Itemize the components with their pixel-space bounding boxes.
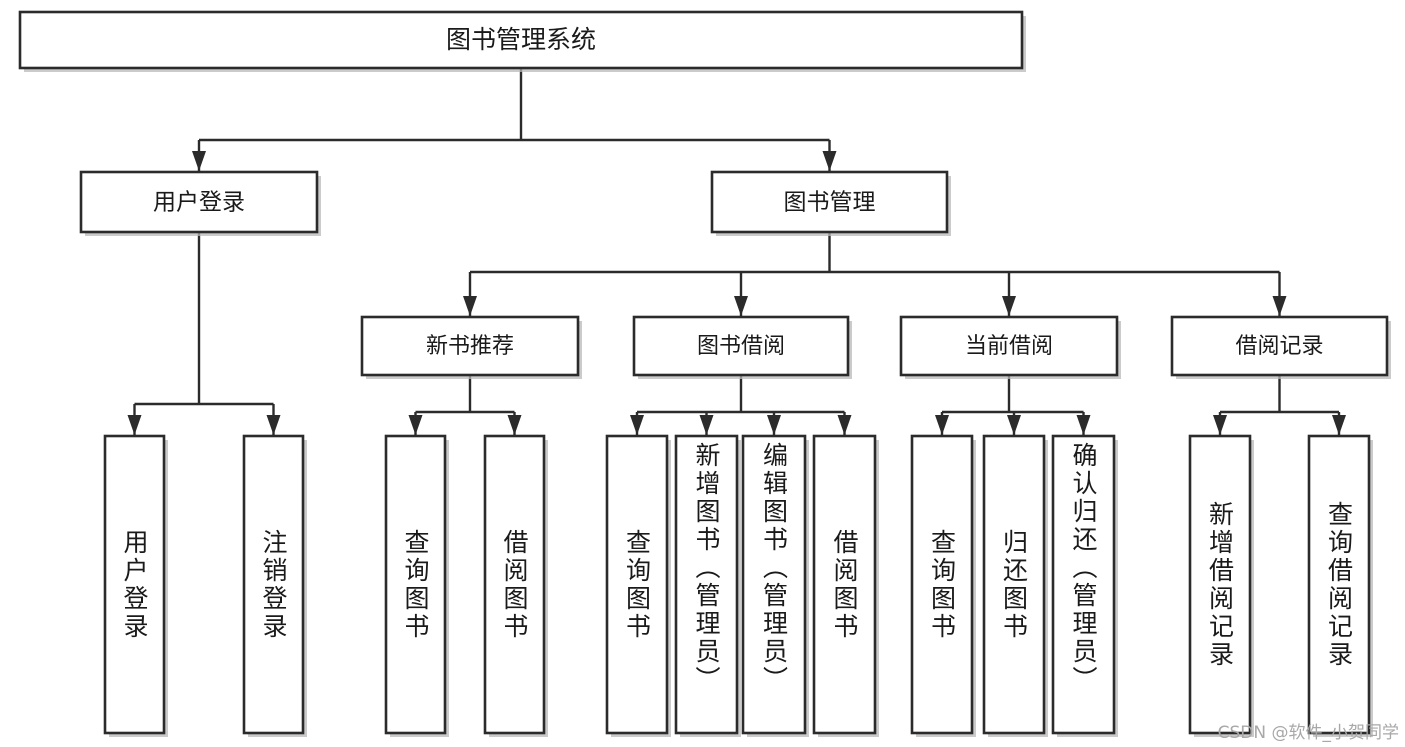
node-new-book-rec[interactable] [360, 315, 580, 377]
arrow-head-icon [463, 296, 477, 316]
node-leaf-add-book[interactable] [674, 434, 739, 735]
arrow-head-icon [837, 415, 852, 435]
arrow-head-icon [1213, 415, 1227, 435]
arrow-head-icon [734, 296, 748, 316]
node-leaf-user-login[interactable] [103, 434, 166, 735]
node-leaf-query-book-1[interactable] [384, 434, 447, 735]
watermark-text: CSDN @软件_小贺同学 [1217, 723, 1399, 743]
arrow-head-icon [192, 151, 206, 171]
connector-layer [127, 68, 1346, 435]
node-current-borrow[interactable] [899, 315, 1119, 377]
node-book-borrow[interactable] [632, 315, 850, 377]
node-leaf-return-book[interactable] [982, 434, 1046, 735]
box-layer [18, 10, 1391, 737]
arrow-head-icon [1007, 415, 1021, 435]
arrow-head-icon [935, 415, 949, 435]
node-leaf-add-record[interactable] [1188, 434, 1252, 735]
arrow-head-icon [767, 415, 781, 435]
arrow-head-icon [822, 151, 837, 171]
node-root[interactable] [18, 10, 1024, 70]
arrow-head-icon [699, 415, 714, 435]
node-leaf-query-record[interactable] [1307, 434, 1371, 735]
arrow-head-icon [1272, 296, 1287, 316]
node-user-login[interactable] [79, 170, 319, 234]
node-book-manage[interactable] [710, 170, 949, 234]
arrow-head-icon [1002, 296, 1016, 316]
node-leaf-confirm-return[interactable] [1051, 434, 1116, 735]
node-leaf-query-book-2[interactable] [605, 434, 669, 735]
arrow-head-icon [408, 415, 423, 435]
node-leaf-borrow-book-2[interactable] [812, 434, 877, 735]
node-borrow-record[interactable] [1170, 315, 1389, 377]
arrow-head-icon [630, 415, 644, 435]
arrow-head-icon [1332, 415, 1346, 435]
node-leaf-query-book-3[interactable] [910, 434, 974, 735]
arrow-head-icon [266, 415, 281, 435]
node-user-login-label: 用户登录 [153, 190, 245, 216]
arrow-head-icon [127, 415, 142, 435]
arrow-head-icon [507, 415, 522, 435]
node-new-book-rec-label: 新书推荐 [426, 334, 514, 359]
node-leaf-logout[interactable] [242, 434, 305, 735]
node-book-borrow-label: 图书借阅 [697, 334, 785, 359]
node-leaf-borrow-book-1[interactable] [483, 434, 546, 735]
node-root-label: 图书管理系统 [446, 25, 596, 54]
arrow-head-icon [1076, 415, 1091, 435]
node-book-manage-label: 图书管理 [784, 190, 876, 216]
node-borrow-record-label: 借阅记录 [1235, 334, 1323, 359]
node-leaf-edit-book[interactable] [741, 434, 807, 735]
node-current-borrow-label: 当前借阅 [965, 334, 1053, 359]
